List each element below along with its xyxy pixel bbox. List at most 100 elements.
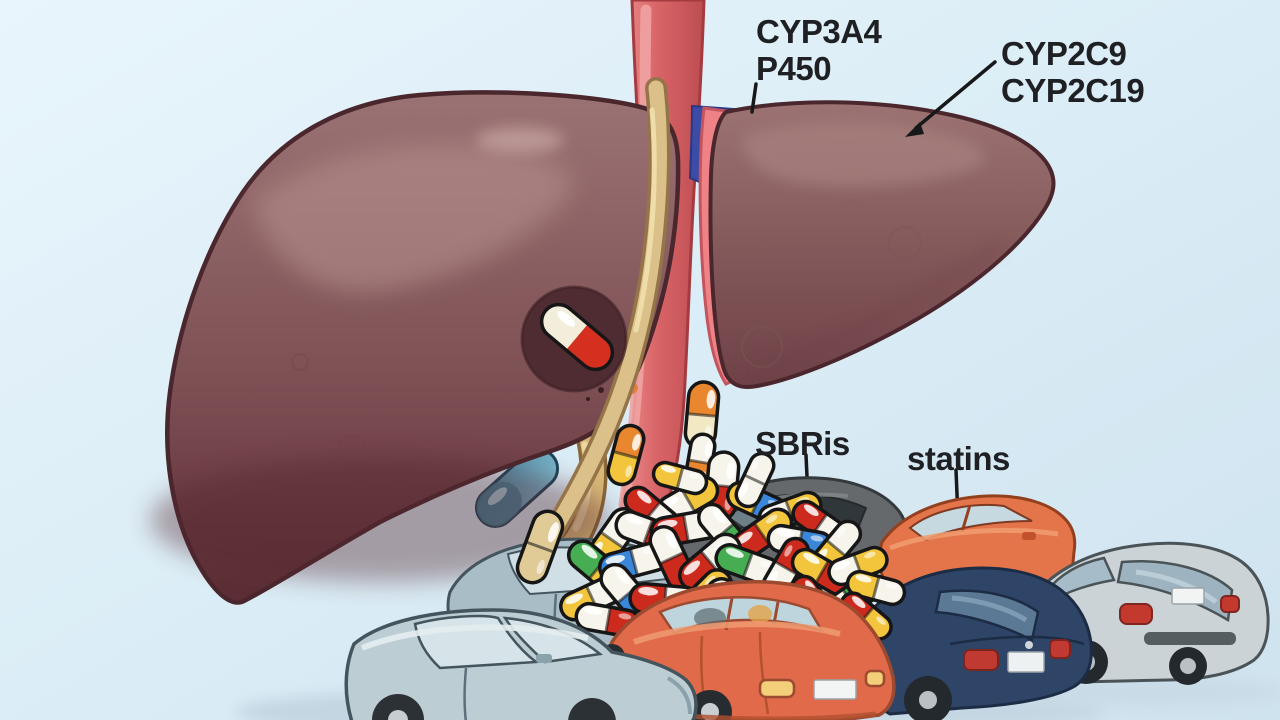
car-orange-center-part bbox=[748, 605, 772, 623]
car-navy-sedan-part bbox=[1025, 641, 1033, 649]
capsule-pill-part-part bbox=[638, 587, 659, 596]
label-cyp2c19: CYP2C19 bbox=[1001, 71, 1145, 109]
capsule-pill-part-part bbox=[803, 552, 820, 564]
car-navy-sedan-part bbox=[1049, 639, 1071, 659]
label-statins-part: statins bbox=[907, 440, 1010, 477]
capsule-pill-part-part bbox=[752, 459, 759, 470]
car-gray-sedan-front-part bbox=[360, 624, 589, 651]
capsule-pill-part-part bbox=[584, 606, 603, 615]
capsule-pill-part-part bbox=[632, 433, 641, 451]
leader-cyp2c9-part bbox=[905, 122, 924, 137]
capsule-pill-part-part bbox=[565, 593, 583, 605]
capsule-pill-part-part bbox=[725, 548, 744, 558]
capsule-pill-part-part bbox=[864, 551, 876, 559]
capsule-pill-part-part bbox=[686, 412, 718, 418]
capsule-pill-part-part bbox=[683, 560, 701, 575]
car-orange-statin-part bbox=[1022, 532, 1036, 540]
capsule-pill-part-part bbox=[855, 574, 872, 583]
capsule-pill-part-part bbox=[660, 465, 676, 473]
capsule-pill-part-part bbox=[784, 545, 793, 557]
car-navy-sedan-part bbox=[963, 649, 999, 671]
capsule-pill-part-part bbox=[776, 528, 795, 537]
liver-recess-part bbox=[586, 397, 590, 401]
liver-left-lobe-part bbox=[252, 144, 573, 292]
label-cyp2c9: CYP2C9 bbox=[1001, 35, 1127, 72]
liver-left-lobe-part bbox=[150, 458, 610, 582]
embedded-capsule-pill-part bbox=[547, 308, 588, 351]
car-navy-sedan-part bbox=[934, 589, 1040, 642]
capsule-pill-part-part bbox=[604, 606, 612, 634]
liver-left-lobe-part bbox=[291, 353, 309, 371]
falciform-ligament-part bbox=[540, 80, 667, 548]
label-cyp2c9-cyp2c19: CYP2C9 CYP2C19 bbox=[1001, 35, 1145, 110]
capsule-pill-part-part bbox=[712, 540, 725, 551]
embedded-capsule-pill-part bbox=[557, 310, 576, 327]
capsule-pill-part-part bbox=[687, 458, 713, 466]
car-navy-sedan-part bbox=[951, 595, 1028, 623]
capsule-pill-part-part bbox=[536, 559, 545, 574]
label-ssris: SBRis bbox=[755, 425, 850, 463]
label-cyp3a4-p450: CYP3A4 P450 bbox=[756, 13, 882, 88]
capsule-pill-part-part bbox=[833, 560, 850, 570]
car-orange-center-part bbox=[758, 678, 796, 699]
capsule-pill-part-part bbox=[574, 601, 611, 633]
car-gray-sedan-front-part bbox=[463, 667, 468, 720]
capsule-pill-part-part bbox=[753, 522, 771, 546]
capsule-pill-part-part bbox=[547, 522, 559, 543]
capsule-pill-part-part bbox=[625, 515, 644, 525]
capsule-pill-part-part bbox=[773, 560, 799, 576]
label-cyp3a4: CYP3A4 bbox=[756, 13, 882, 50]
falciform-ligament-part bbox=[633, 107, 657, 333]
capsule-pill-part bbox=[515, 509, 565, 585]
capsule-pill bbox=[513, 507, 567, 587]
capsule-pill-part-part bbox=[615, 568, 630, 585]
capsule-pill-part-part bbox=[726, 460, 736, 480]
car-orange-statin-part bbox=[960, 504, 972, 533]
capsule-pill-part bbox=[845, 569, 907, 607]
ground-shadows-part bbox=[1015, 676, 1280, 708]
capsule-pill-part-part bbox=[811, 512, 829, 536]
liver-left-lobe-part bbox=[476, 127, 564, 153]
car-gray-sedan-front-part bbox=[666, 676, 692, 715]
falciform-ligament bbox=[537, 77, 671, 551]
capsule-pill-part-part bbox=[876, 616, 886, 625]
capsule-pill-part-part bbox=[852, 596, 866, 609]
leader-cyp3a4 bbox=[750, 82, 758, 114]
capsule-pill-part-part bbox=[605, 555, 625, 565]
capsule-pill-part bbox=[605, 422, 647, 488]
capsule-pill-part-part bbox=[525, 540, 555, 554]
capsule-pill-part-part bbox=[628, 548, 640, 576]
capsule-pill-part-part bbox=[765, 514, 778, 524]
capsule-pill-part-part bbox=[759, 560, 773, 568]
capsule-pill-part bbox=[606, 423, 646, 487]
leader-cyp2c9-part bbox=[914, 60, 997, 130]
capsule-pill-part-part bbox=[810, 535, 824, 542]
liver-recess-part bbox=[598, 387, 604, 393]
car-gray-sedan-front-part bbox=[568, 698, 616, 720]
capsule-pill bbox=[732, 449, 778, 511]
car-orange-statin-part bbox=[889, 527, 1059, 551]
liver-right-lobe-part bbox=[888, 226, 922, 260]
car-navy-sedan-part bbox=[1007, 651, 1045, 673]
car-gray-sedan-front bbox=[344, 608, 698, 720]
liver-recess-part bbox=[520, 285, 628, 393]
capsule-pill-part-part bbox=[803, 504, 819, 516]
car-navy-sedan bbox=[856, 566, 1093, 720]
capsule-pill-part-part bbox=[741, 551, 755, 579]
car-navy-sedan-part bbox=[949, 635, 1085, 646]
label-ssris-part: SBRis bbox=[755, 425, 850, 462]
capsule-pill-part-part bbox=[637, 490, 652, 504]
capsule-pill-part-part bbox=[625, 465, 632, 478]
capsule-pill-part-part bbox=[736, 531, 753, 545]
car-orange-center-part bbox=[864, 669, 886, 688]
car-orange-center-part bbox=[633, 621, 841, 645]
capsule-pill-part-part bbox=[675, 466, 685, 490]
capsule-pill-part-part bbox=[612, 450, 640, 460]
car-silver-hatchback-part bbox=[1144, 632, 1236, 645]
capsule-pill-part-part bbox=[618, 613, 632, 620]
liver-left-lobe-part bbox=[339, 435, 365, 461]
leader-cyp2c9 bbox=[905, 60, 997, 137]
car-orange-center-part bbox=[813, 679, 857, 700]
capsule-pill-part-part bbox=[836, 527, 846, 538]
